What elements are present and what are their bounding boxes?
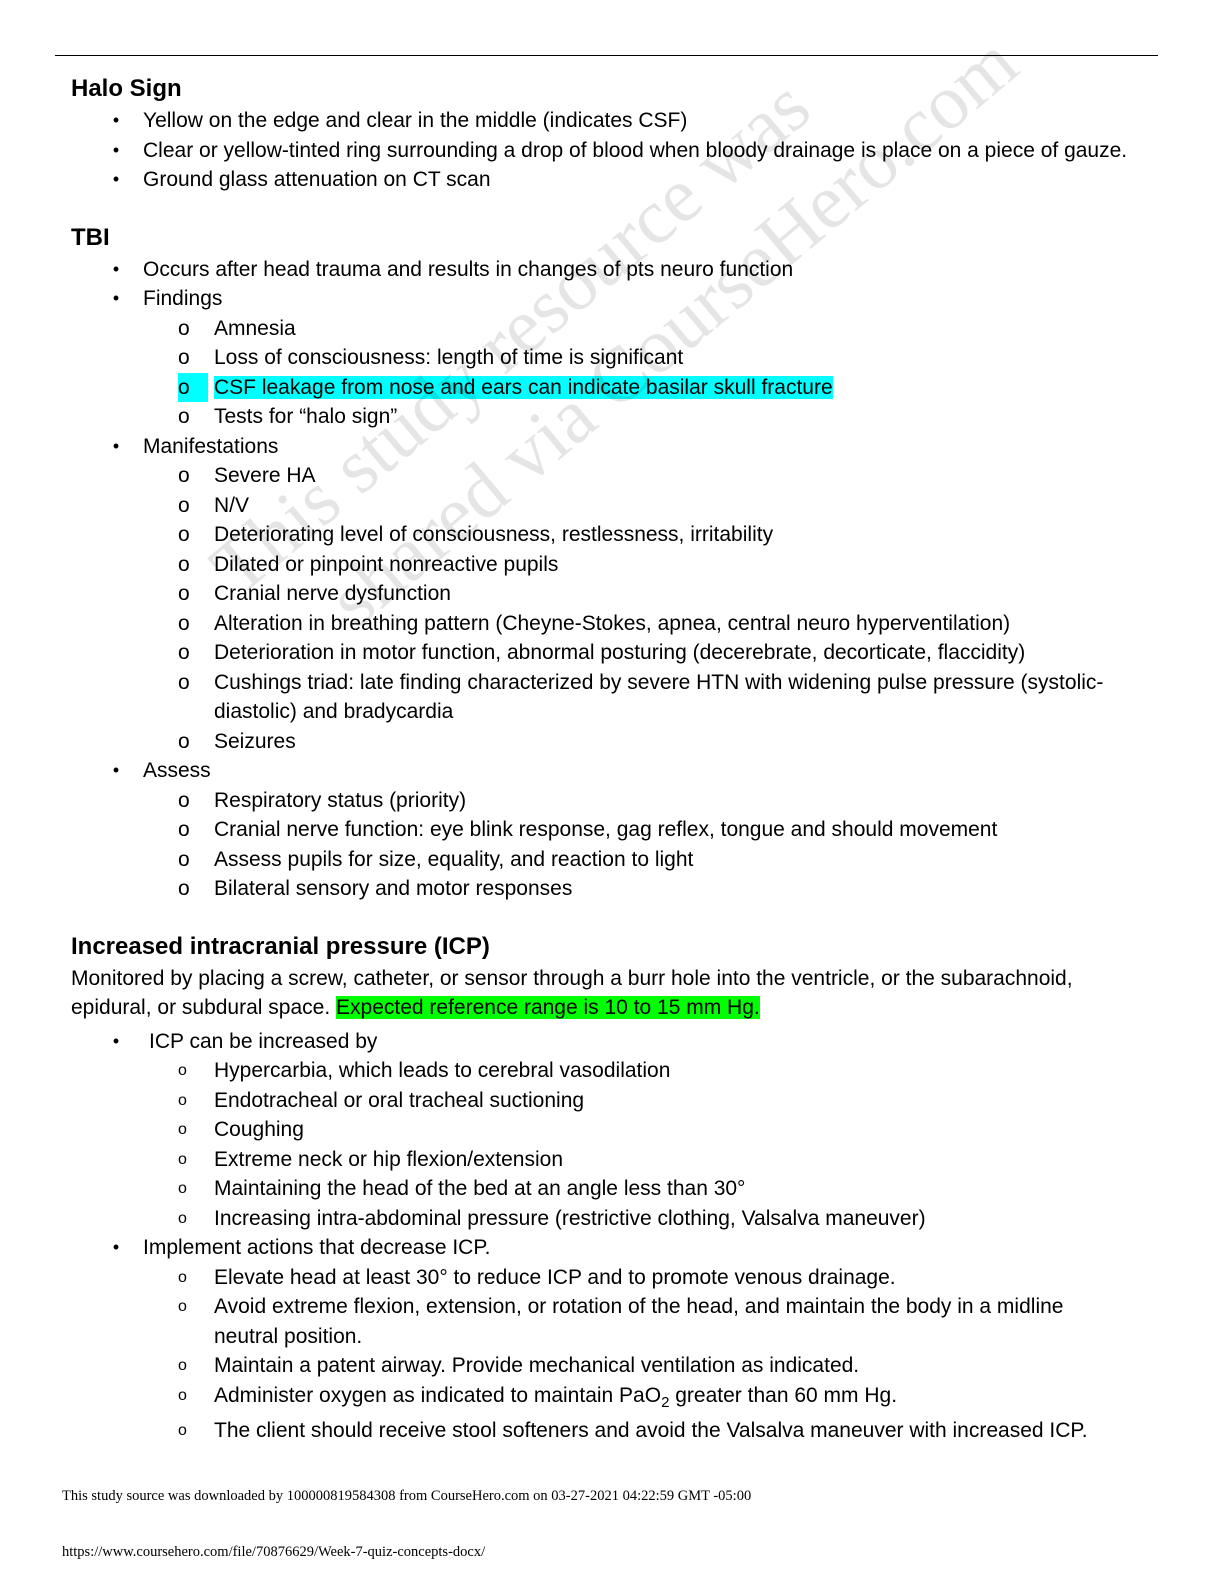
tbi-list: •Occurs after head trauma and results in…: [71, 255, 1131, 904]
sub-bullet-icon: o: [178, 1150, 187, 1168]
sub-bullet-icon: o: [178, 1422, 187, 1439]
sub-bullet-icon: o: [178, 670, 190, 694]
icp-intro: Monitored by placing a screw, catheter, …: [71, 966, 1073, 1019]
sub-bullet-icon: o: [178, 1209, 187, 1227]
sub-bullet-icon: o: [178, 1386, 187, 1404]
list-item: •ICP can be increased by: [71, 1027, 1131, 1057]
sub-bullet-icon: o: [178, 611, 190, 635]
sub-bullet-icon: o: [178, 464, 190, 487]
sub-bullet-icon: o: [178, 552, 190, 576]
footer-source: This study source was downloaded by 1000…: [62, 1488, 752, 1504]
sub-bullet-icon: o: [178, 523, 190, 546]
sub-bullet-icon: o: [178, 877, 190, 900]
sub-bullet-icon: o: [178, 818, 190, 841]
sub-bullet-icon: o: [178, 346, 190, 369]
section-tbi: TBI •Occurs after head trauma and result…: [71, 221, 1131, 904]
document-body: Halo Sign •Yellow on the edge and clear …: [71, 72, 1131, 1446]
bullet-icon: •: [112, 110, 120, 130]
halo-list: •Yellow on the edge and clear in the mid…: [71, 106, 1131, 195]
bullet-icon: •: [112, 760, 120, 780]
list-item: •Clear or yellow-tinted ring surrounding…: [71, 136, 1131, 166]
top-rule: [55, 55, 1158, 56]
sub-bullet-icon: o: [178, 582, 190, 605]
sub-bullet-icon: o: [178, 372, 208, 402]
list-item: •Findings: [71, 284, 1131, 314]
list-item: •Ground glass attenuation on CT scan: [71, 165, 1131, 195]
heading-tbi: TBI: [71, 223, 110, 251]
bullet-icon: •: [112, 288, 120, 308]
sub-bullet-icon: o: [178, 788, 190, 812]
list-item: •Manifestations: [71, 432, 1131, 462]
footer-url[interactable]: https://www.coursehero.com/file/70876629…: [62, 1544, 486, 1560]
sub-bullet-icon: o: [178, 316, 190, 340]
sub-bullet-icon: o: [178, 847, 190, 871]
heading-icp: Increased intracranial pressure (ICP): [71, 932, 490, 960]
list-item: •Yellow on the edge and clear in the mid…: [71, 106, 1131, 136]
sub-bullet-icon: o: [178, 1268, 187, 1286]
heading-halo-sign: Halo Sign: [71, 75, 182, 102]
bullet-icon: •: [112, 139, 120, 160]
sub-bullet-icon: o: [178, 729, 190, 753]
section-halo-sign: Halo Sign •Yellow on the edge and clear …: [71, 72, 1131, 195]
sub-bullet-icon: o: [178, 1180, 187, 1197]
list-item: •Assess: [71, 756, 1131, 786]
subscript-2: 2: [661, 1393, 670, 1411]
sub-bullet-icon: o: [178, 1091, 187, 1109]
sub-bullet-icon: o: [178, 641, 190, 664]
sub-bullet-icon: o: [178, 1062, 187, 1079]
bullet-icon: •: [112, 258, 120, 279]
bullet-icon: •: [112, 169, 120, 189]
sub-bullet-icon: o: [178, 1298, 187, 1315]
list-item: •Implement actions that decrease ICP.: [71, 1233, 1131, 1263]
section-icp: Increased intracranial pressure (ICP) Mo…: [71, 930, 1131, 1446]
sub-bullet-icon: o: [178, 1357, 187, 1374]
reference-range-highlight: Expected reference range is 10 to 15 mm …: [336, 996, 760, 1019]
bullet-icon: •: [112, 1237, 120, 1257]
list-item: •Occurs after head trauma and results in…: [71, 255, 1131, 285]
sub-bullet-icon: o: [178, 493, 190, 517]
sub-bullet-icon: o: [178, 1121, 187, 1138]
bullet-icon: •: [112, 1030, 120, 1051]
bullet-icon: •: [112, 435, 120, 456]
sub-bullet-icon: o: [178, 405, 190, 428]
